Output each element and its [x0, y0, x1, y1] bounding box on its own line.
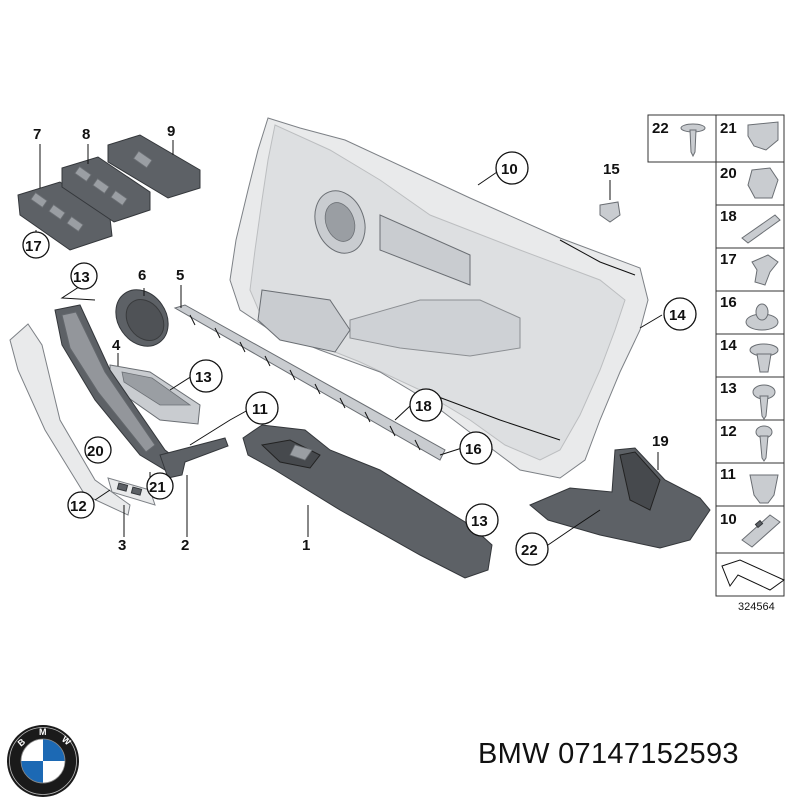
- legend-label-10: 10: [720, 511, 737, 528]
- callout-circle-13c: [465, 503, 499, 537]
- callout-2: 2: [181, 537, 189, 554]
- callout-14: 14: [669, 307, 686, 324]
- legend-label-17: 17: [720, 251, 737, 268]
- callout-circle-13b: [189, 359, 223, 393]
- callout-4: 4: [112, 337, 121, 354]
- switch-bezel-8: [61, 156, 151, 223]
- callout-8: 8: [82, 126, 90, 143]
- clip-icon-17: [751, 254, 779, 286]
- screw-icon-22: [680, 123, 706, 158]
- callout-13a: 13: [73, 269, 90, 286]
- callout-19: 19: [652, 433, 669, 450]
- clip-icon-21: [747, 121, 779, 151]
- callout-circle-16: [459, 431, 493, 465]
- callouts: 7 8 9 17 10 15 13 6 5 14 4 13 11 18 16 2…: [22, 123, 697, 566]
- callout-circle-20: [84, 436, 112, 464]
- legend-label-18: 18: [720, 208, 737, 225]
- push-clip-icon-14: [749, 343, 779, 373]
- part-number-caption: BMW 07147152593: [478, 738, 739, 770]
- callout-3: 3: [118, 537, 126, 554]
- switch-bezel-9: [107, 134, 201, 199]
- legend-label-13: 13: [720, 380, 737, 397]
- callout-6: 6: [138, 267, 146, 284]
- callout-5: 5: [176, 267, 184, 284]
- callout-11: 11: [252, 401, 268, 418]
- push-clip-icon-16: [745, 303, 779, 331]
- legend-label-21: 21: [720, 120, 737, 137]
- seal-strip: [173, 304, 446, 461]
- callout-17: 17: [25, 238, 42, 255]
- clip-icon-10: [741, 514, 781, 548]
- callout-12: 12: [70, 498, 87, 515]
- callout-circle-10: [495, 151, 529, 185]
- callout-circle-18: [409, 388, 443, 422]
- svg-text:M: M: [39, 727, 47, 737]
- legend-label-12: 12: [720, 423, 737, 440]
- switch-panel-3: [107, 477, 156, 506]
- callout-circle-12: [67, 491, 95, 519]
- grab-handle-2: [159, 437, 229, 479]
- callout-circle-13a: [70, 262, 98, 290]
- support-bracket: [529, 447, 711, 549]
- callout-21: 21: [149, 479, 166, 496]
- callout-1: 1: [302, 537, 310, 554]
- callout-9: 9: [167, 123, 175, 140]
- callout-13b: 13: [195, 369, 212, 386]
- strip-clip-icon-18: [741, 214, 781, 244]
- callout-18: 18: [415, 398, 432, 415]
- callout-circle-11: [245, 391, 279, 425]
- speaker-grille: [115, 289, 169, 347]
- legend-label-16: 16: [720, 294, 737, 311]
- screw-icon-13: [752, 384, 776, 420]
- door-trim-panel: [229, 117, 649, 479]
- callout-7: 7: [33, 126, 41, 143]
- callout-13c: 13: [471, 513, 488, 530]
- diagram-number: 324564: [738, 601, 775, 613]
- clip-15: [599, 201, 621, 223]
- svg-text:B: B: [16, 736, 28, 748]
- legend-label-22: 22: [652, 120, 669, 137]
- callout-circle-22: [515, 532, 549, 566]
- callout-circle-17: [22, 231, 50, 259]
- nut-icon-20: [747, 167, 779, 199]
- callout-15: 15: [603, 161, 620, 178]
- nut-icon-11: [749, 474, 779, 504]
- legend-label-11: 11: [720, 466, 736, 483]
- screw-icon-12: [755, 425, 773, 462]
- callout-20: 20: [87, 443, 104, 460]
- bmw-logo: B M W: [7, 725, 79, 797]
- door-handle: [109, 364, 201, 425]
- switch-bezel-7: [17, 181, 113, 251]
- legend-label-20: 20: [720, 165, 737, 182]
- callout-circle-21: [146, 472, 174, 500]
- callout-10: 10: [501, 161, 518, 178]
- legend-label-14: 14: [720, 337, 737, 354]
- armrest: [242, 424, 493, 579]
- callout-16: 16: [465, 441, 482, 458]
- callout-circle-14: [663, 297, 697, 331]
- callout-22: 22: [521, 542, 538, 559]
- chrome-trim-20: [9, 323, 131, 516]
- fastener-legend: 22 21 20 18 17 16 14 13 12 11 10: [647, 114, 785, 613]
- arrow-symbol-icon: [721, 559, 785, 591]
